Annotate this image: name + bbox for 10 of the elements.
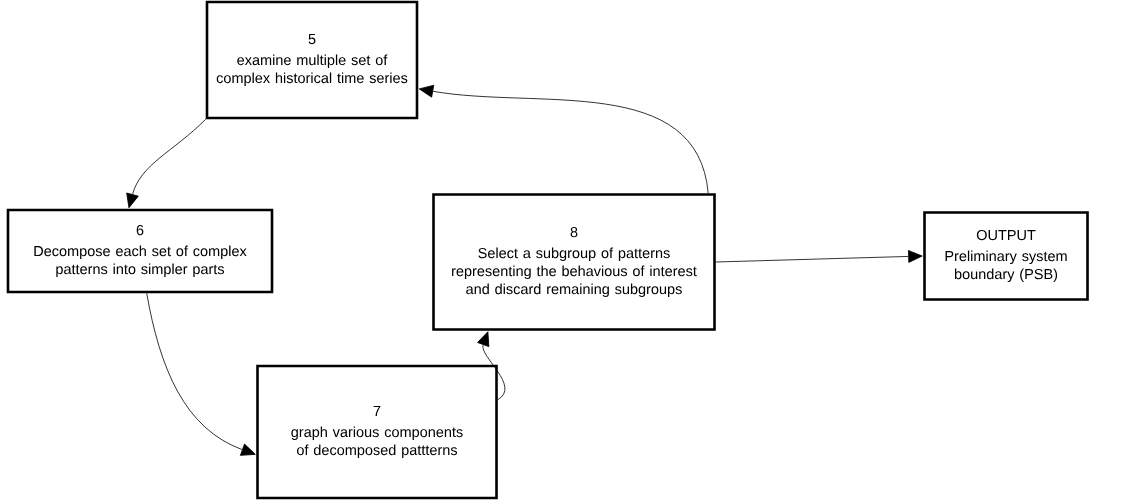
arrow	[715, 250, 923, 263]
arrow	[126, 118, 207, 209]
process-box: 5 examine multiple set of complex historical time series	[205, 0, 419, 120]
arrow	[418, 84, 709, 194]
arrow	[146, 292, 256, 456]
process-box: 7 graph various components of decomposed pattterns	[256, 364, 498, 500]
arrow	[477, 331, 506, 401]
process-box: 8 Select a subgroup of patterns representing the behavious of interest and discard remaining subgroups	[432, 193, 716, 331]
process-box: 6 Decompose each set of complex patterns into simpler parts	[6, 208, 274, 294]
process-box: OUTPUT Preliminary system boundary (PSB)	[923, 211, 1089, 301]
